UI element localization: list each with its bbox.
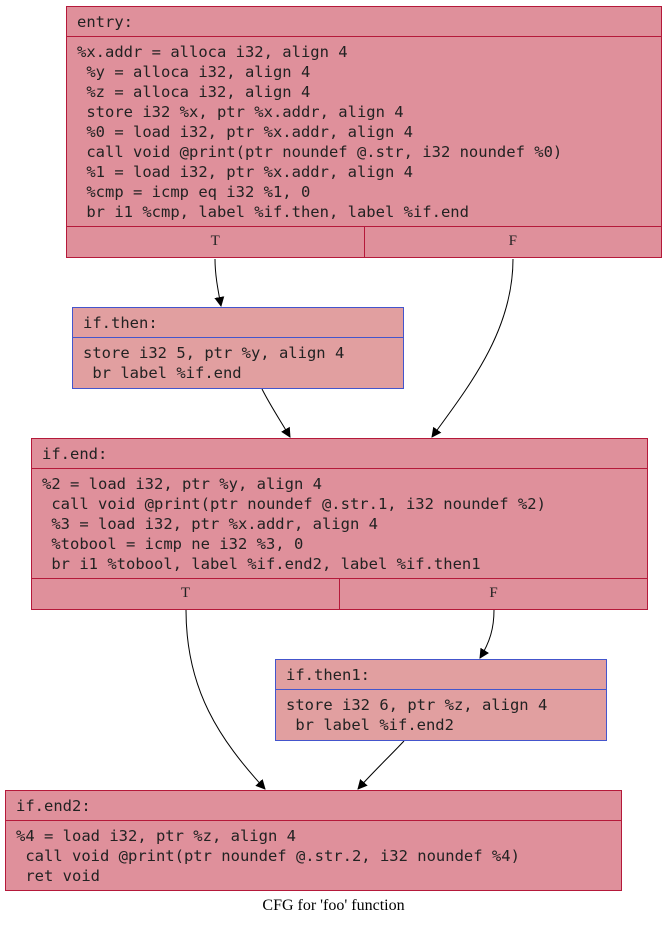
edge-if-end-false-to-if-then1 <box>479 609 495 659</box>
instruction-line: %0 = load i32, ptr %x.addr, align 4 <box>77 123 413 141</box>
block-if-end2: if.end2: %4 = load i32, ptr %z, align 4 … <box>5 790 622 891</box>
instruction-line: %tobool = icmp ne i32 %3, 0 <box>42 535 304 553</box>
edge-if-then-to-if-end <box>261 388 291 438</box>
instruction-line: %4 = load i32, ptr %z, align 4 <box>16 827 296 845</box>
instruction-line: %x.addr = alloca i32, align 4 <box>77 43 348 61</box>
edge-if-then1-to-if-end2 <box>357 740 405 790</box>
block-if-then-label: if.then: <box>73 308 403 338</box>
edge-if-end-true-to-if-end2 <box>185 609 266 790</box>
instruction-line: call void @print(ptr noundef @.str, i32 … <box>77 143 563 161</box>
instruction-line: ret void <box>16 867 100 885</box>
instruction-line: %3 = load i32, ptr %x.addr, align 4 <box>42 515 378 533</box>
block-if-end2-label: if.end2: <box>6 791 621 821</box>
block-entry-ports: T F <box>67 226 661 257</box>
block-if-end: if.end: %2 = load i32, ptr %y, align 4 c… <box>31 438 648 610</box>
instruction-line: store i32 6, ptr %z, align 4 <box>286 696 548 714</box>
instruction-line: %1 = load i32, ptr %x.addr, align 4 <box>77 163 413 181</box>
port-true: T <box>210 233 220 249</box>
graph-caption: CFG for 'foo' function <box>262 897 405 914</box>
block-entry-label: entry: <box>67 7 661 37</box>
port-false: F <box>363 227 662 257</box>
edge-entry-true-to-if-then <box>214 258 225 307</box>
instruction-line: %y = alloca i32, align 4 <box>77 63 311 81</box>
instruction-line: br label %if.end2 <box>286 716 454 734</box>
instruction-line: %2 = load i32, ptr %y, align 4 <box>42 475 322 493</box>
instruction-line: call void @print(ptr noundef @.str.1, i3… <box>42 495 546 513</box>
edge-entry-false-to-if-end <box>431 258 514 438</box>
instruction-line: store i32 %x, ptr %x.addr, align 4 <box>77 103 404 121</box>
block-if-end-ports: T F <box>32 578 647 609</box>
block-if-then1-label: if.then1: <box>276 660 606 690</box>
block-if-then: if.then: store i32 5, ptr %y, align 4 br… <box>72 307 404 389</box>
block-entry: entry: %x.addr = alloca i32, align 4 %y … <box>66 6 662 258</box>
block-entry-instructions: %x.addr = alloca i32, align 4 %y = alloc… <box>67 37 661 222</box>
block-if-then1-instructions: store i32 6, ptr %z, align 4 br label %i… <box>276 690 606 735</box>
instruction-line: call void @print(ptr noundef @.str.2, i3… <box>16 847 520 865</box>
instruction-line: br i1 %tobool, label %if.end2, label %if… <box>42 555 481 573</box>
block-if-end-label: if.end: <box>32 439 647 469</box>
block-if-end2-instructions: %4 = load i32, ptr %z, align 4 call void… <box>6 821 621 886</box>
instruction-line: br i1 %cmp, label %if.then, label %if.en… <box>77 203 469 221</box>
instruction-line: br label %if.end <box>83 364 242 382</box>
block-if-then1: if.then1: store i32 6, ptr %z, align 4 b… <box>275 659 607 741</box>
instruction-line: %z = alloca i32, align 4 <box>77 83 311 101</box>
instruction-line: store i32 5, ptr %y, align 4 <box>83 344 345 362</box>
block-if-then-instructions: store i32 5, ptr %y, align 4 br label %i… <box>73 338 403 383</box>
block-if-end-instructions: %2 = load i32, ptr %y, align 4 call void… <box>32 469 647 574</box>
instruction-line: %cmp = icmp eq i32 %1, 0 <box>77 183 311 201</box>
port-true: T <box>180 585 191 601</box>
port-false: F <box>339 579 647 609</box>
